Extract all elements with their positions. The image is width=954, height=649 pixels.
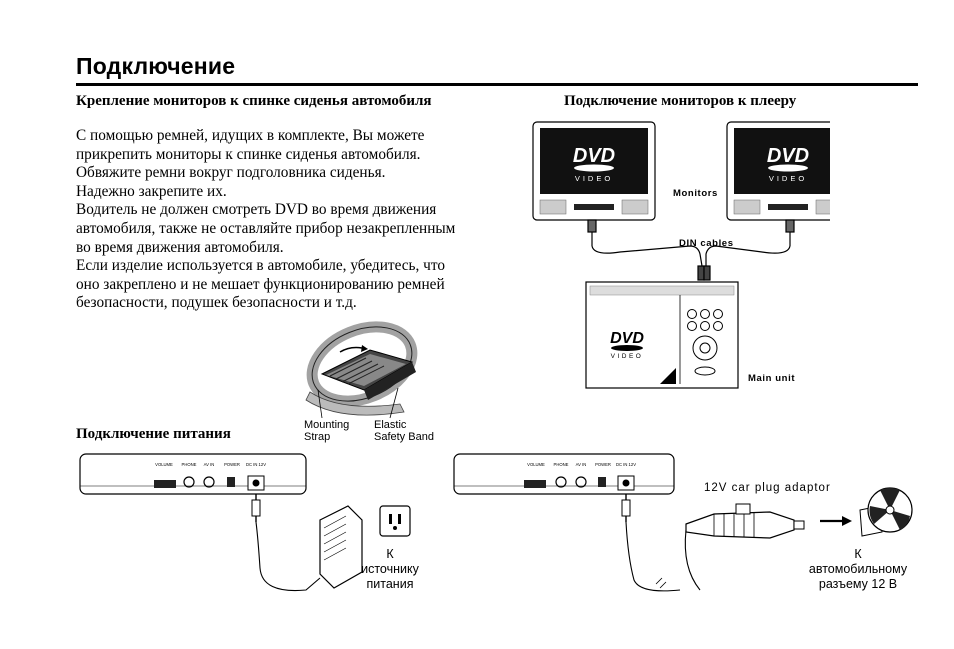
monitors-label: Monitors: [673, 188, 718, 199]
strap-label-line: Strap: [304, 431, 331, 443]
main-unit: DVD VIDEO: [585, 281, 739, 389]
mounting-strap-illustration: [305, 321, 418, 416]
instruction-line: Водитель не должен смотреть DVD во время…: [76, 201, 437, 219]
band-label-line: Elastic: [374, 419, 407, 431]
title-rule: [76, 83, 918, 86]
panel-label: PHONE: [554, 462, 569, 467]
home-power-diagram: VOLUME PHONE AV IN POWER DC IN 12V: [79, 453, 411, 592]
car-power-label: К автомобильному разъему 12 В: [800, 547, 916, 592]
panel-label: POWER: [224, 462, 240, 467]
instruction-line: Надежно закрепите их.: [76, 182, 227, 200]
din-cables: [587, 219, 795, 281]
car-label-line: К: [854, 547, 862, 561]
car-adaptor-label: 12V car plug adaptor: [704, 482, 831, 494]
instruction-line: во время движения автомобиля.: [76, 238, 284, 256]
dvd-logo-right: DVD: [767, 145, 809, 167]
dvd-sub-left: VIDEO: [575, 174, 613, 183]
mounting-heading: Крепление мониторов к спинке сиденья авт…: [76, 93, 432, 109]
panel-label: VOLUME: [527, 462, 545, 467]
dvd-logo-left: DVD: [573, 145, 615, 167]
dvd-sub-right: VIDEO: [769, 174, 807, 183]
instruction-line: Если изделие используется в автомобиле, …: [76, 257, 445, 275]
home-power-label: К источнику питания: [350, 547, 430, 592]
home-label-line: источнику: [361, 562, 419, 576]
left-monitor: DVD VIDEO: [532, 121, 656, 221]
main-unit-label: Main unit: [748, 373, 796, 384]
dvd-logo-unit: DVD: [610, 330, 644, 347]
right-monitor: DVD VIDEO: [726, 121, 830, 221]
panel-label: PHONE: [182, 462, 197, 467]
page-title: Подключение: [76, 53, 236, 79]
home-label-line: питания: [366, 577, 414, 591]
instruction-line: оно закреплено и не мешает функционирова…: [76, 275, 445, 293]
panel-label: AV IN: [576, 462, 587, 467]
instruction-line: автомобиля, также не оставляйте прибор н…: [76, 219, 456, 237]
instruction-line: С помощью ремней, идущих в комплекте, Вы…: [76, 127, 425, 144]
panel-label: AV IN: [204, 462, 215, 467]
instruction-line: прикрепить мониторы к спинке сиденья авт…: [76, 145, 421, 163]
instruction-line: Обвяжите ремни вокруг подголовника сиден…: [76, 164, 386, 182]
label-leaders: [317, 387, 399, 419]
panel-label: POWER: [595, 462, 611, 467]
strap-label-line: Mounting: [304, 419, 350, 431]
instruction-line: безопасности, подушек безопасности и т.д…: [76, 294, 357, 312]
car-label-line: автомобильному: [808, 562, 908, 576]
dvd-sub-unit: VIDEO: [611, 353, 644, 360]
mounting-instructions: С помощью ремней, идущих в комплекте, Вы…: [76, 127, 496, 313]
panel-label: DC IN 12V: [616, 462, 636, 467]
monitors-heading: Подключение мониторов к плееру: [564, 93, 797, 109]
panel-label: VOLUME: [155, 462, 173, 467]
home-label-line: К: [386, 547, 394, 561]
cables-label: DIN cables: [679, 238, 734, 249]
panel-label: DC IN 12V: [246, 462, 266, 467]
car-label-line: разъему 12 В: [818, 577, 898, 591]
car-power-diagram: VOLUME PHONE AV IN POWER DC IN 12V: [453, 453, 913, 592]
strap-label: Mounting Strap: [304, 419, 349, 443]
band-label-line: Safety Band: [374, 431, 434, 443]
power-heading: Подключение питания: [76, 426, 231, 442]
band-label: Elastic Safety Band: [374, 419, 434, 443]
monitors-diagram: DVD VIDEO DVD VIDEO DVD VIDEO: [532, 121, 830, 389]
